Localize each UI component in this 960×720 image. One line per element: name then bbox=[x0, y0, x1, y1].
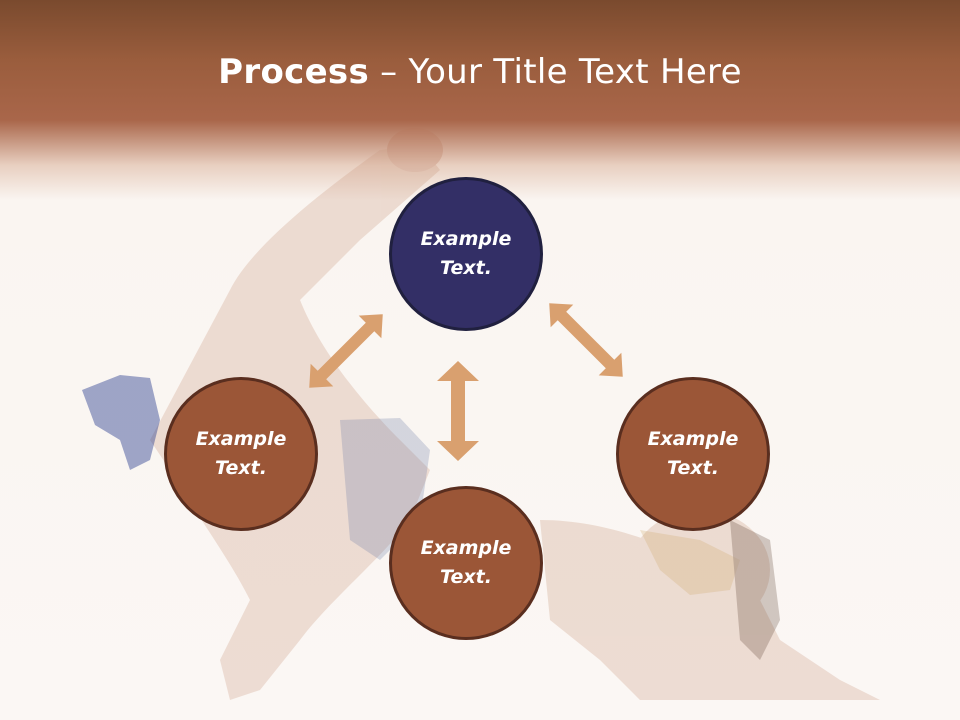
process-circle-right[interactable]: Example Text. bbox=[616, 377, 770, 531]
title-rest: Your Title Text Here bbox=[408, 52, 742, 92]
arrow-left-diagonal bbox=[309, 314, 383, 388]
process-circle-left[interactable]: Example Text. bbox=[164, 377, 318, 531]
title-bold: Process bbox=[218, 52, 370, 92]
page-title: Process – Your Title Text Here bbox=[0, 52, 960, 92]
title-dash: – bbox=[369, 52, 409, 92]
process-circle-top[interactable]: Example Text. bbox=[389, 177, 543, 331]
arrow-vertical bbox=[437, 361, 479, 461]
arrow-right-diagonal bbox=[549, 303, 623, 377]
process-circle-bottom[interactable]: Example Text. bbox=[389, 486, 543, 640]
